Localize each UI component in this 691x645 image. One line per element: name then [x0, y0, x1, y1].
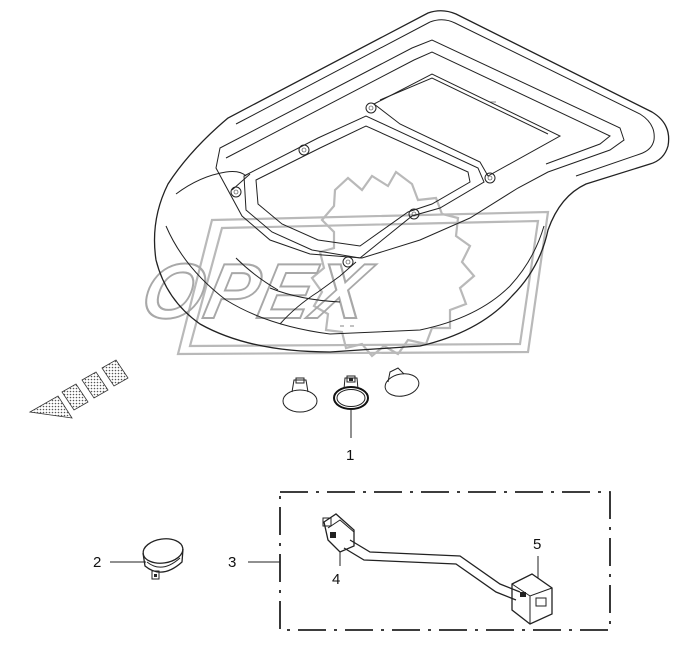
lamp-lens-group	[282, 367, 420, 413]
clamp-part	[142, 538, 184, 580]
front-direction-arrow-icon	[28, 359, 129, 419]
roof-lamp-recess	[243, 115, 485, 259]
roof-rear-panel	[373, 73, 562, 177]
wiring-harness-cable	[343, 539, 521, 601]
cab-roof	[153, 10, 670, 353]
watermark-logo: OPEX	[134, 170, 550, 358]
callout-4: 4	[332, 571, 340, 588]
callout-5: 5	[533, 536, 541, 553]
watermark-gear-icon	[310, 170, 476, 358]
lamp-lens-center	[333, 375, 369, 410]
watermark-text: OPEX	[135, 248, 381, 335]
roof-outer-edge	[153, 10, 670, 353]
roof-top-deck	[215, 39, 625, 259]
watermark-frame	[176, 210, 550, 356]
connector-lamp-side	[322, 513, 355, 566]
connector-harness-side	[511, 556, 553, 625]
mounting-bosses	[230, 102, 496, 268]
lamp-lens-right	[384, 367, 420, 397]
callout-1: 1	[346, 447, 354, 464]
harness-kit-boundary	[279, 491, 611, 631]
callout-3: 3	[228, 554, 236, 571]
callout-2: 2	[93, 554, 101, 571]
lamp-lens-left	[282, 377, 318, 413]
